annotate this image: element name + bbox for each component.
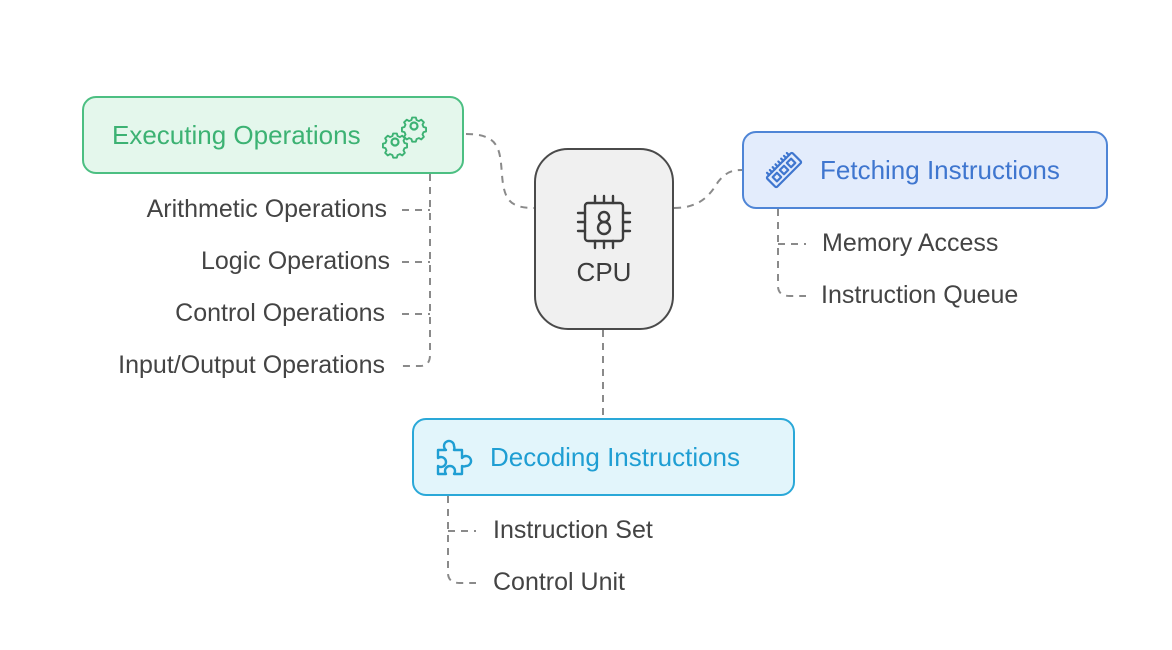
node-fetching-instructions-label: Fetching Instructions bbox=[820, 154, 1060, 185]
node-executing-operations: Executing Operations bbox=[82, 96, 464, 174]
puzzle-piece-icon bbox=[436, 439, 473, 476]
connector-cpu-fetch bbox=[673, 169, 743, 209]
cpu-chip-icon bbox=[576, 194, 632, 249]
leaf-instruction-set: Instruction Set bbox=[493, 516, 653, 544]
node-cpu: CPU bbox=[534, 148, 674, 330]
leaf-instruction-queue: Instruction Queue bbox=[821, 281, 1019, 309]
gears-icon bbox=[381, 116, 427, 159]
memory-stick-icon bbox=[765, 151, 803, 189]
connector-fetch-trunk bbox=[777, 209, 806, 297]
connector-decode-trunk bbox=[447, 496, 476, 584]
node-executing-operations-label: Executing Operations bbox=[112, 119, 361, 150]
connector-exec-cpu bbox=[465, 133, 535, 209]
leaf-input-output-operations: Input/Output Operations bbox=[118, 351, 385, 379]
connector-exec-trunk bbox=[402, 174, 431, 367]
leaf-control-unit: Control Unit bbox=[493, 568, 625, 596]
node-fetching-instructions: Fetching Instructions bbox=[742, 131, 1108, 209]
node-decoding-instructions: Decoding Instructions bbox=[412, 418, 795, 496]
node-decoding-instructions-label: Decoding Instructions bbox=[490, 441, 741, 472]
leaf-memory-access: Memory Access bbox=[822, 229, 999, 257]
leaf-arithmetic-operations: Arithmetic Operations bbox=[146, 195, 387, 223]
leaf-control-operations: Control Operations bbox=[175, 299, 385, 327]
leaf-logic-operations: Logic Operations bbox=[200, 247, 390, 275]
node-cpu-label: CPU bbox=[576, 256, 632, 287]
